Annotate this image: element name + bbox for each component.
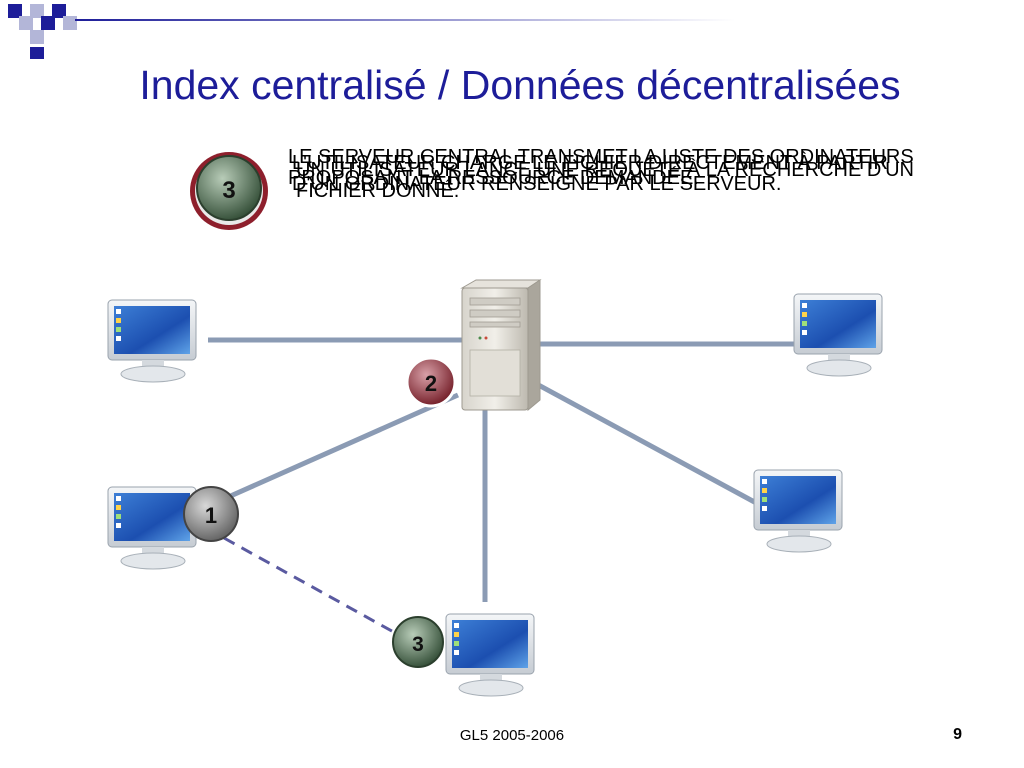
- step-badge-label: 3: [412, 633, 424, 656]
- network-links: [208, 337, 800, 642]
- step-badge-label: 2: [425, 371, 437, 396]
- header-rule-line: [75, 19, 735, 21]
- deco-square: [8, 4, 22, 18]
- step-badge-three: 3: [392, 616, 444, 668]
- deco-square: [30, 4, 44, 18]
- computer-mid-left-icon: [107, 486, 197, 570]
- page-number: 9: [953, 726, 962, 743]
- step-badge-two: 2: [405, 356, 457, 408]
- deco-square: [52, 4, 66, 18]
- link-server-mid-right: [518, 372, 762, 508]
- step-badge-one: 1: [183, 486, 239, 542]
- computer-top-left-icon: [107, 299, 197, 383]
- step-caption-download: L'utilisateur charge le fichier directem…: [292, 152, 888, 195]
- corner-decoration: [8, 4, 77, 59]
- deco-square: [30, 47, 44, 59]
- computer-bottom-icon: [445, 613, 535, 697]
- computer-mid-right-icon: [753, 469, 843, 553]
- deco-square: [19, 16, 33, 30]
- footer-text: GL5 2005-2006: [459, 727, 565, 744]
- step-badge-label: 1: [205, 503, 217, 528]
- link-server-mid-left: [224, 392, 460, 501]
- slide-title: Index centralisé / Données décentralisée…: [139, 62, 901, 108]
- dashed-transfer-link: [223, 536, 409, 642]
- server-icon: [460, 279, 542, 412]
- header-rule: [75, 19, 735, 21]
- deco-square: [41, 16, 55, 30]
- step-caption-request: Un utilisateur lance une requête à la re…: [296, 159, 914, 202]
- step-badge-label: 3: [222, 177, 235, 204]
- step-caption-server-reply: Le serveur central transmet la liste des…: [288, 146, 914, 189]
- computer-top-right-icon: [793, 293, 883, 377]
- deco-square: [30, 30, 44, 44]
- step-badge-three-legend: 3: [190, 152, 268, 230]
- deco-square: [63, 16, 77, 30]
